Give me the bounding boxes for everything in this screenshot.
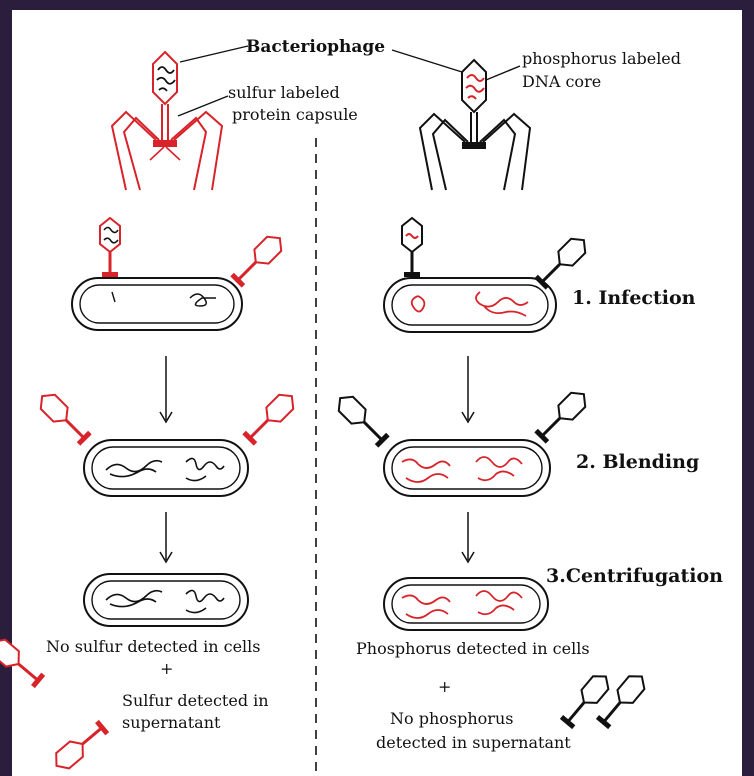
cell-right-centrifugation <box>384 578 548 630</box>
phage-left-attached-side <box>229 231 287 289</box>
phage-right-detached-2 <box>533 387 591 445</box>
phage-right-attached-side <box>533 233 591 291</box>
pointer-line-bacteriophage-right <box>392 50 462 72</box>
label-step-infection: 1. Infection <box>572 287 696 309</box>
label-sulfur-line1: sulfur labeled <box>228 83 340 102</box>
label-left-supernatant-1: Sulfur detected in <box>122 691 269 710</box>
label-sulfur-line2: protein capsule <box>232 105 358 124</box>
label-right-result: Phosphorus detected in cells <box>356 639 590 658</box>
phage-left-supernatant-1 <box>0 634 46 689</box>
label-left-result: No sulfur detected in cells <box>46 637 261 656</box>
label-right-plus: + <box>438 677 451 696</box>
label-right-supernatant-1: No phosphorus <box>390 709 513 728</box>
cell-left-infection <box>72 278 242 330</box>
arrow-left-2 <box>160 512 172 562</box>
arrow-right-1 <box>462 356 474 422</box>
pointer-line-phosphorus <box>486 66 520 80</box>
phage-left-detached-2 <box>241 389 299 447</box>
cell-right-infection <box>384 278 556 332</box>
cell-right-blending <box>384 440 550 496</box>
arrow-right-2 <box>462 512 474 562</box>
label-left-supernatant-2: supernatant <box>122 713 221 732</box>
label-step-centrifugation: 3.Centrifugation <box>546 565 723 587</box>
label-phosphorus-line2: DNA core <box>522 72 601 91</box>
arrow-left-1 <box>160 356 172 422</box>
label-left-plus: + <box>160 659 173 678</box>
pointer-line-bacteriophage-left <box>180 46 248 62</box>
cell-left-blending <box>84 440 248 496</box>
phage-sulfur-labeled <box>112 52 222 190</box>
phage-left-supernatant-2 <box>50 718 110 773</box>
label-right-supernatant-2: detected in supernatant <box>376 733 571 752</box>
phage-phosphorus-labeled <box>420 60 530 190</box>
phage-right-attached-top <box>402 218 422 277</box>
phage-left-detached-1 <box>35 389 93 447</box>
label-step-blending: 2. Blending <box>576 451 699 473</box>
label-bacteriophage: Bacteriophage <box>246 37 385 57</box>
phage-left-attached-top <box>100 218 120 277</box>
phage-right-detached-1 <box>333 391 391 449</box>
pointer-line-sulfur <box>178 96 228 116</box>
label-phosphorus-line1: phosphorus labeled <box>522 49 681 68</box>
cell-left-centrifugation <box>84 574 248 626</box>
